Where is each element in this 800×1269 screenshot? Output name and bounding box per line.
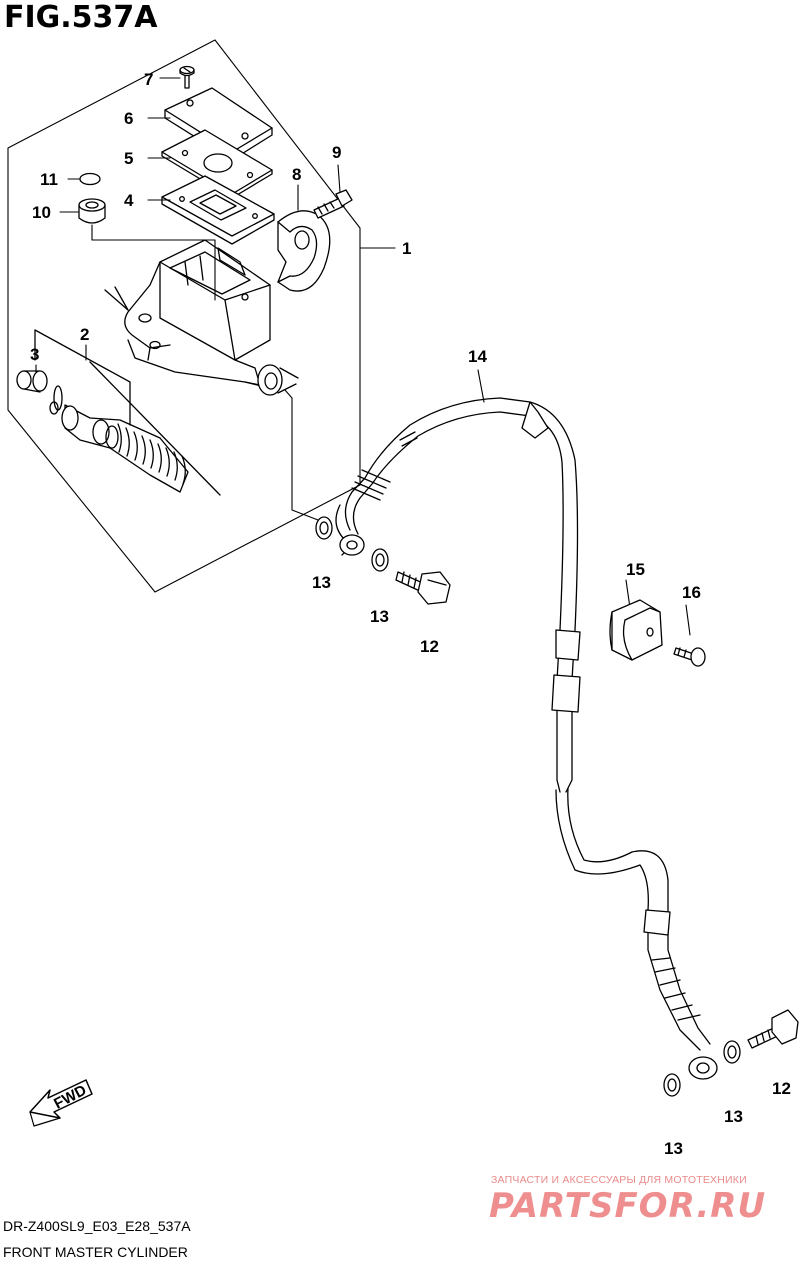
lever-clamp-icon <box>277 210 331 292</box>
callout-5: 5 <box>124 149 133 168</box>
brake-hose-icon <box>335 397 718 1080</box>
forward-arrow-icon <box>29 1079 93 1127</box>
assembly-boundary <box>7 39 361 593</box>
leader-lines <box>35 77 691 636</box>
clamp-screw-icon <box>673 647 706 667</box>
watermark-tagline: ЗАПЧАСТИ И АКСЕССУАРЫ ДЛЯ МОТОТЕХНИКИ <box>491 1174 747 1186</box>
piston-kit-icon <box>16 329 221 496</box>
callout-13: 13 <box>724 1107 743 1126</box>
callout-15: 15 <box>626 560 645 579</box>
callout-labels: 7 6 5 4 11 10 9 8 1 2 3 14 13 13 12 15 1… <box>30 70 791 1158</box>
callout-4: 4 <box>124 191 134 210</box>
callout-12: 12 <box>420 637 439 656</box>
washer-icon <box>663 1073 681 1097</box>
watermark-logo: PARTSFOR.RU <box>489 1186 767 1226</box>
figure-title: FIG.537A <box>4 0 158 35</box>
washer-icon <box>371 548 389 572</box>
callout-2: 2 <box>80 325 89 344</box>
clamp-bolt-icon <box>313 189 353 219</box>
callout-6: 6 <box>124 109 133 128</box>
fwd-label: FWD <box>51 1082 89 1113</box>
callout-12: 12 <box>772 1079 791 1098</box>
callout-13: 13 <box>370 607 389 626</box>
washer-icon <box>315 516 333 540</box>
callout-13: 13 <box>664 1139 683 1158</box>
union-bolt-icon <box>747 1009 799 1049</box>
screw-icon <box>179 65 195 89</box>
diaphragm-icon <box>161 175 275 245</box>
union-bolt-icon <box>395 571 451 605</box>
callout-8: 8 <box>292 165 301 184</box>
callout-10: 10 <box>32 203 51 222</box>
callout-1: 1 <box>402 239 411 258</box>
callout-7: 7 <box>144 70 153 89</box>
o-ring-icon <box>79 172 101 186</box>
washer-icon <box>723 1040 741 1064</box>
figure-caption: FRONT MASTER CYLINDER <box>3 1244 188 1260</box>
callout-13: 13 <box>312 573 331 592</box>
callout-9: 9 <box>332 143 341 162</box>
figure-code: DR-Z400SL9_E03_E28_537A <box>3 1218 191 1234</box>
callout-3: 3 <box>30 345 39 364</box>
hose-clamp-icon <box>609 599 663 661</box>
callout-11: 11 <box>40 170 58 189</box>
dust-boot-icon <box>78 198 106 224</box>
master-cylinder-body-icon <box>104 239 299 396</box>
callout-16: 16 <box>682 583 701 602</box>
callout-14: 14 <box>468 347 487 366</box>
